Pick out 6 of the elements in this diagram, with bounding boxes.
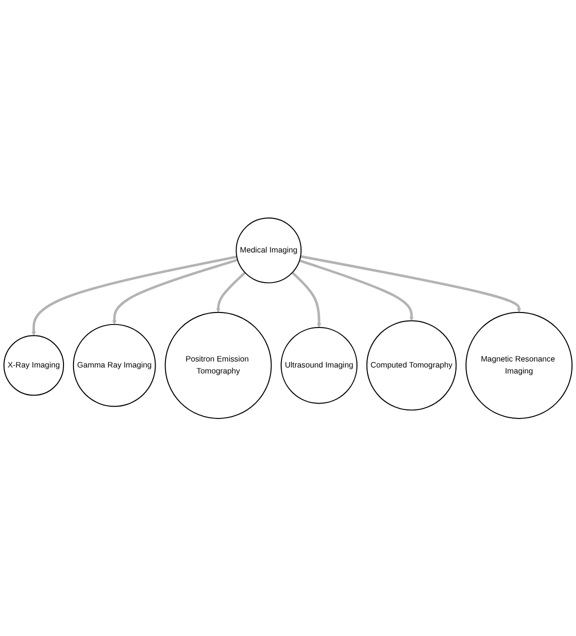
arrow xyxy=(112,258,238,324)
arrow xyxy=(299,259,414,321)
arrow xyxy=(291,271,322,328)
arrow xyxy=(216,271,246,312)
arrow xyxy=(32,255,238,336)
arrow xyxy=(300,254,522,312)
